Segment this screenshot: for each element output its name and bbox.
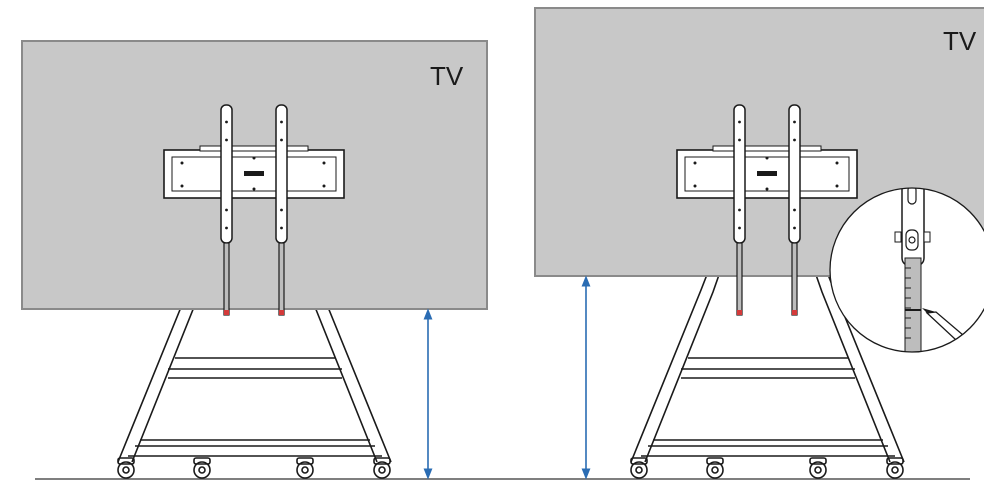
left-panel: TV <box>21 40 488 480</box>
tv-label-right: TV <box>943 26 977 56</box>
magnifier-detail-icon <box>829 187 984 353</box>
tv-label-left: TV <box>430 61 464 91</box>
